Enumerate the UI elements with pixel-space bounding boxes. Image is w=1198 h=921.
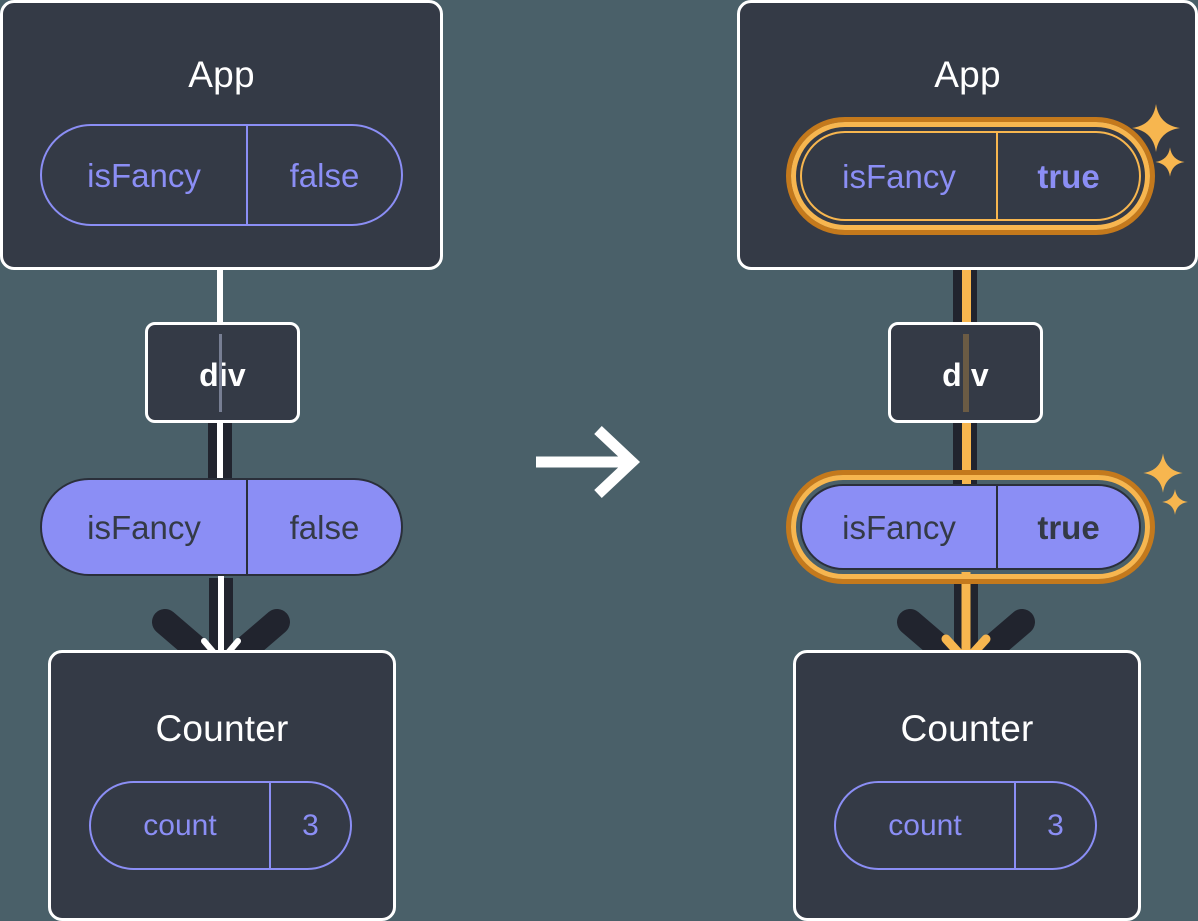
connector-through-div-after: [963, 334, 969, 412]
prop-pill-value: true: [1037, 508, 1100, 546]
connector-app-to-div-before: [217, 269, 223, 325]
state-pill-count-counter-after: count 3: [834, 781, 1097, 870]
state-pill-key: isFancy: [842, 157, 956, 195]
highlight-ring-inner-app-after: [791, 122, 1150, 230]
state-pill-value: 3: [1047, 808, 1064, 842]
state-pill-divider: [246, 126, 248, 224]
state-pill-divider: [269, 783, 271, 868]
connector-app-to-div-core-after: [962, 205, 971, 335]
state-pill-value: false: [289, 156, 360, 194]
state-pill-key: count: [143, 808, 217, 842]
state-pill-divider: [996, 133, 998, 219]
prop-pill-divider: [996, 486, 998, 568]
state-pill-isfancy-app-after: isFancy true: [800, 131, 1141, 221]
component-title-div-before: div: [199, 357, 246, 393]
prop-pill-value: false: [289, 508, 360, 546]
transition-arrow-icon: [536, 425, 641, 499]
component-box-div-before: div: [145, 322, 300, 423]
state-pill-isfancy-app-before: isFancy false: [40, 124, 403, 226]
prop-pill-divider: [246, 480, 248, 574]
connector-through-div-before: [219, 334, 222, 412]
sparkle-icon: [1155, 147, 1185, 177]
state-pill-value: 3: [302, 808, 319, 842]
connector-div-to-prop-core-before: [217, 423, 223, 485]
prop-pill-isfancy-after: isFancy true: [800, 484, 1141, 570]
highlight-ring-outer-app-after: [786, 117, 1155, 235]
highlight-ring-inner-prop-after: [791, 475, 1150, 579]
sparkle-icon: [1143, 453, 1183, 493]
prop-pill-key: isFancy: [842, 508, 956, 546]
state-pill-count-counter-before: count 3: [89, 781, 352, 870]
component-title-app-before: App: [188, 54, 255, 95]
prop-pill-key: isFancy: [87, 508, 201, 546]
state-pill-divider: [1014, 783, 1016, 868]
sparkle-icon: [1162, 489, 1188, 515]
state-pill-key: count: [888, 808, 962, 842]
sparkle-icon: [1132, 104, 1180, 152]
component-title-counter-before: Counter: [155, 708, 289, 749]
connector-div-to-prop-core-after: [962, 423, 971, 485]
state-pill-value: true: [1037, 157, 1100, 195]
prop-pill-isfancy-before: isFancy false: [40, 478, 403, 576]
state-pill-key: isFancy: [87, 156, 201, 194]
component-title-counter-after: Counter: [900, 708, 1034, 749]
highlight-ring-outer-prop-after: [786, 470, 1155, 584]
component-title-app-after: App: [934, 54, 1001, 95]
